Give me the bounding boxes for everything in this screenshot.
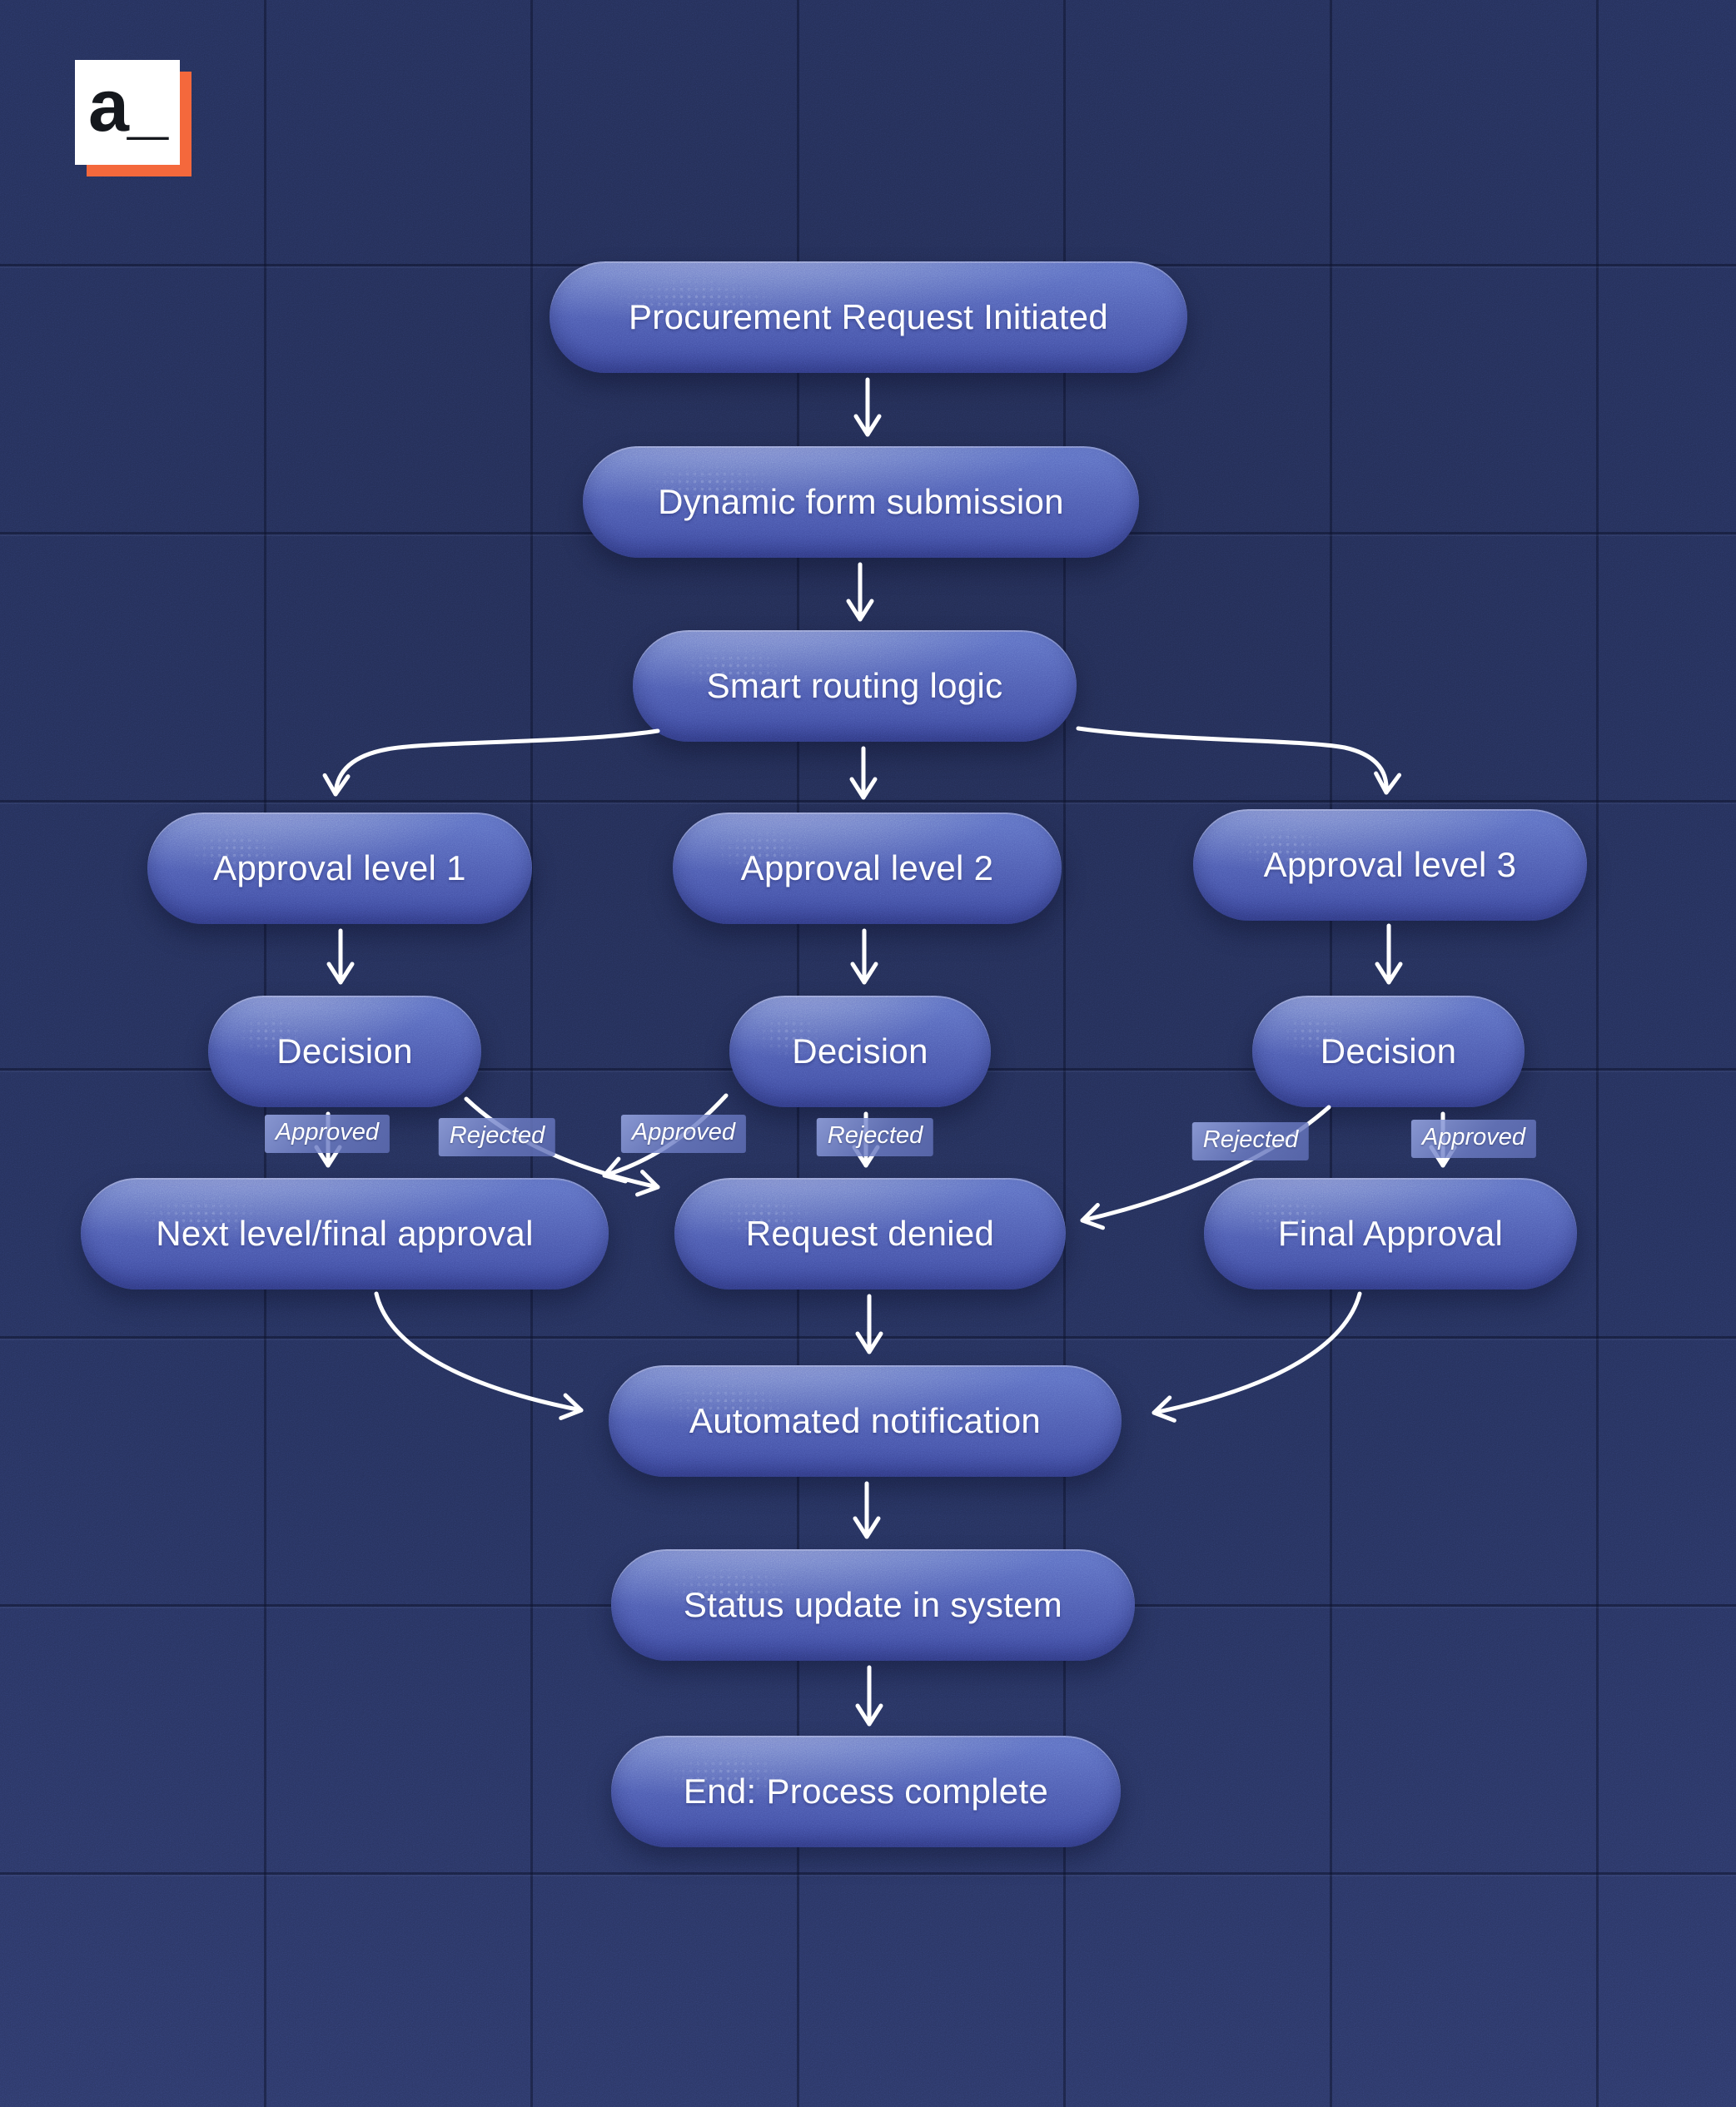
node-decision-2: Decision xyxy=(729,996,991,1107)
node-label: Request denied xyxy=(745,1214,995,1253)
edge-label-approved-1: Approved xyxy=(264,1115,390,1153)
node-label: Dynamic form submission xyxy=(658,482,1064,521)
logo-glyph: a_ xyxy=(88,64,168,147)
edge-label-rejected-1: Rejected xyxy=(438,1118,556,1156)
node-final-approval: Final Approval xyxy=(1204,1178,1577,1290)
node-approval-level-2: Approval level 2 xyxy=(673,812,1062,924)
edge-routing-to-approval3 xyxy=(1076,726,1402,795)
node-label: End: Process complete xyxy=(683,1772,1049,1811)
node-label: Smart routing logic xyxy=(706,666,1003,705)
node-label: Procurement Request Initiated xyxy=(628,297,1108,336)
node-label: Approval level 2 xyxy=(740,848,994,887)
logo-card: a_ xyxy=(75,60,180,165)
node-label: Automated notification xyxy=(689,1401,1042,1440)
node-approval-level-1: Approval level 1 xyxy=(147,812,532,924)
node-status-update-in-system: Status update in system xyxy=(611,1549,1135,1661)
node-procurement-request-initiated: Procurement Request Initiated xyxy=(550,261,1187,373)
edge-final-to-notification xyxy=(1152,1291,1362,1423)
node-label: Decision xyxy=(792,1031,928,1071)
node-label: Next level/final approval xyxy=(156,1214,534,1253)
edge-label-rejected-2: Rejected xyxy=(816,1118,934,1156)
node-label: Approval level 1 xyxy=(213,848,466,887)
node-label: Decision xyxy=(1320,1031,1457,1071)
node-decision-1: Decision xyxy=(208,996,481,1107)
node-label: Decision xyxy=(276,1031,413,1071)
node-label: Final Approval xyxy=(1277,1214,1504,1253)
node-smart-routing-logic: Smart routing logic xyxy=(633,630,1077,742)
node-request-denied: Request denied xyxy=(674,1178,1066,1290)
node-approval-level-3: Approval level 3 xyxy=(1193,809,1587,921)
node-dynamic-form-submission: Dynamic form submission xyxy=(583,446,1139,558)
edge-nextlevel-to-notification xyxy=(374,1291,584,1420)
edge-routing-to-approval1 xyxy=(322,728,660,797)
node-decision-3: Decision xyxy=(1252,996,1525,1107)
node-end-process-complete: End: Process complete xyxy=(611,1736,1121,1847)
node-label: Approval level 3 xyxy=(1263,845,1517,884)
node-automated-notification: Automated notification xyxy=(609,1365,1122,1477)
edge-label-approved-3: Approved xyxy=(1410,1120,1537,1158)
edge-label-approved-2: Approved xyxy=(620,1115,747,1153)
edge-label-rejected-3: Rejected xyxy=(1191,1122,1310,1160)
node-next-level-final-approval: Next level/final approval xyxy=(81,1178,609,1290)
node-label: Status update in system xyxy=(683,1585,1063,1624)
appsmith-logo: a_ xyxy=(75,60,192,176)
